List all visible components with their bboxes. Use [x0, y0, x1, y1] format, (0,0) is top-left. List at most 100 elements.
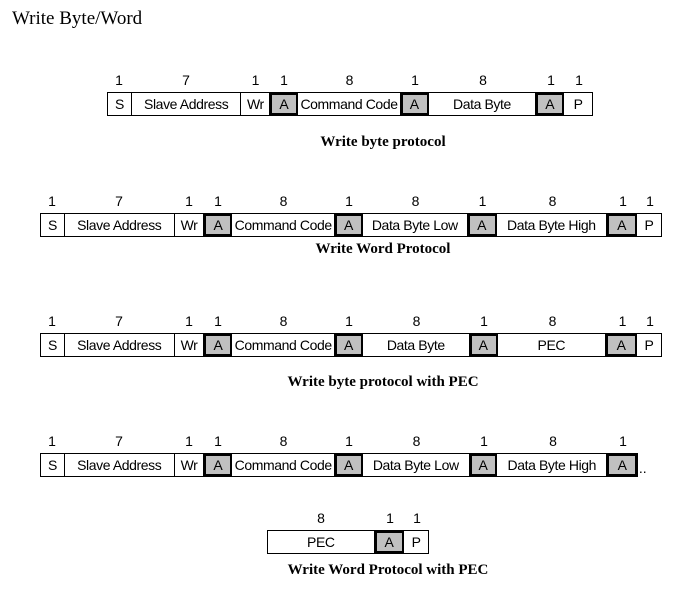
bit-count: 8: [279, 433, 288, 449]
field-slave-address: Slave Address: [132, 93, 242, 115]
bit-count: 8: [411, 193, 420, 209]
bit-count: 1: [251, 72, 260, 88]
field-wr: Wr: [175, 454, 205, 476]
bit-count: 8: [279, 193, 288, 209]
bit-count: 7: [182, 72, 190, 88]
field-wr: Wr: [241, 93, 271, 115]
field-command-code: Command Code: [298, 93, 401, 115]
bit-count-row: 8 1 1: [267, 510, 429, 526]
bit-count: 8: [548, 313, 557, 329]
field-a: A: [467, 214, 497, 236]
field-pec: PEC: [268, 531, 375, 553]
bit-count: 1: [413, 510, 421, 526]
field-a: A: [374, 531, 405, 553]
field-data-byte: Data Byte: [429, 93, 537, 115]
bit-count: 7: [115, 313, 123, 329]
field-a: A: [204, 454, 233, 476]
bit-count: 1: [214, 193, 222, 209]
bit-count: 1: [646, 313, 654, 329]
field-wr: Wr: [175, 214, 205, 236]
bit-count: 1: [618, 313, 627, 329]
field-a: A: [606, 334, 638, 356]
field-command-code: Command Code: [232, 214, 336, 236]
field-a: A: [335, 214, 363, 236]
bit-count: 8: [549, 433, 557, 449]
field-a: A: [400, 93, 429, 115]
field-s: S: [41, 334, 65, 356]
field-a: A: [607, 214, 638, 236]
bit-count: 1: [214, 433, 222, 449]
bit-count: 1: [185, 433, 193, 449]
field-data-byte-low: Data Byte Low: [363, 454, 470, 476]
bit-count: 7: [115, 193, 123, 209]
field-command-code: Command Code: [232, 334, 336, 356]
field-p: P: [573, 96, 583, 112]
bit-count: 1: [48, 193, 56, 209]
field-s: S: [41, 214, 65, 236]
bit-count: 8: [412, 313, 421, 329]
bit-count: 1: [619, 433, 627, 449]
field-p: P: [644, 217, 654, 233]
diagram-caption: Write Word Protocol: [315, 241, 451, 257]
field-s: S: [41, 454, 65, 476]
bit-count: 1: [280, 72, 288, 88]
bit-count: 8: [279, 313, 288, 329]
bit-count: 8: [317, 510, 325, 526]
bit-count: 1: [214, 313, 222, 329]
field-p: P: [411, 534, 421, 550]
field-a: A: [607, 454, 637, 476]
field-s: S: [108, 93, 132, 115]
field-a: A: [204, 214, 233, 236]
bit-count: 1: [345, 433, 353, 449]
field-data-byte-low: Data Byte Low: [363, 214, 468, 236]
bit-count: 1: [411, 72, 419, 88]
field-p: P: [644, 337, 654, 353]
bit-count: 1: [478, 193, 487, 209]
diagram-caption: Write byte protocol with PEC: [287, 374, 479, 390]
field-a: A: [204, 334, 233, 356]
field-a: A: [335, 454, 363, 476]
field-slave-address: Slave Address: [65, 334, 175, 356]
page-heading: Write Byte/Word: [12, 8, 143, 29]
bit-count: 1: [185, 313, 193, 329]
field-a: A: [536, 93, 565, 115]
diagram-caption: Write Word Protocol with PEC: [287, 562, 489, 578]
diagram-caption: Write byte protocol: [320, 134, 446, 150]
bit-count-row: 1 7 1 1 8 1 8 1 8 1 1: [40, 313, 662, 329]
field-slave-address: Slave Address: [65, 214, 175, 236]
bit-count: 1: [185, 193, 193, 209]
continuation-ellipsis: ...: [635, 460, 647, 476]
field-a: A: [335, 334, 363, 356]
field-slave-address: Slave Address: [65, 454, 175, 476]
bit-count: 1: [619, 193, 627, 209]
bit-count: 1: [480, 313, 488, 329]
bit-count: 8: [479, 72, 487, 88]
bit-count: 1: [48, 313, 56, 329]
bit-count: 1: [115, 72, 123, 88]
field-a: A: [469, 454, 498, 476]
field-pec: PEC: [498, 334, 607, 356]
bit-count-row: 1 7 1 1 8 1 8 1 8 1 1: [40, 193, 662, 209]
field-data-byte-high: Data Byte High: [497, 214, 608, 236]
field-a: A: [469, 334, 498, 356]
bit-count: 1: [386, 510, 394, 526]
bit-count: 1: [547, 72, 555, 88]
field-command-code: Command Code: [232, 454, 336, 476]
bit-count: 1: [345, 313, 353, 329]
bit-count: 1: [48, 433, 56, 449]
bit-count: 8: [548, 193, 557, 209]
field-data-byte: Data Byte: [363, 334, 470, 356]
bit-count: 1: [646, 193, 654, 209]
bit-count: 1: [575, 72, 583, 88]
field-data-byte-high: Data Byte High: [497, 454, 608, 476]
bit-count: 8: [412, 433, 421, 449]
field-wr: Wr: [175, 334, 205, 356]
bit-count: 1: [345, 193, 353, 209]
